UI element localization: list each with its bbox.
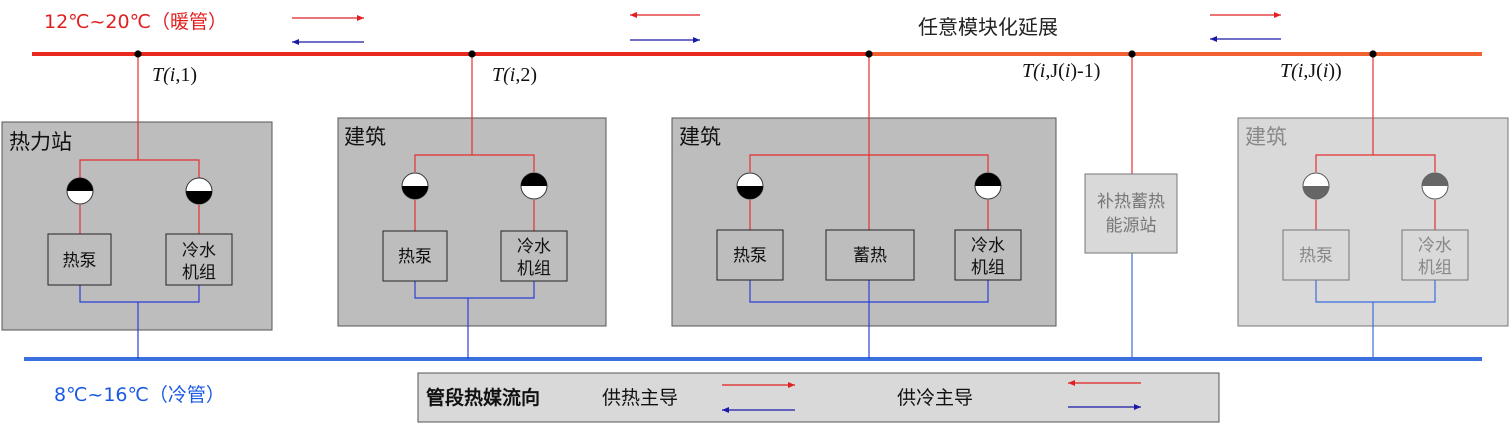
chiller-unit [500,230,568,282]
chiller-label-line1: 冷水 [971,236,1005,256]
station-2-piping [414,54,535,359]
station-3-piping [749,54,989,359]
legend-heating-label: 供热主导 [602,387,678,409]
node-label-3: T(i,J(i)-1) [1022,60,1100,82]
station-title-1: 热力站 [9,130,72,154]
pump-icon [401,172,429,200]
top-flow-arrows [292,12,1281,45]
heat-pump-label: 热泵 [1299,246,1333,266]
station-box-3 [671,117,1057,327]
node-label-1: T(i,1) [152,64,197,86]
node-label-2: T(i,2) [492,64,537,86]
aux-station-label-line2: 能源站 [1106,216,1157,236]
pump-icon [1421,172,1449,200]
chiller-unit [165,233,233,286]
heat-storage-label: 蓄热 [853,246,887,266]
legend-cooling-label: 供冷主导 [897,387,973,409]
pump-icon [736,172,764,200]
chiller-label-line2: 机组 [182,263,216,283]
heat-pump-label: 热泵 [63,251,97,271]
pump-icon [66,177,94,205]
aux-energy-station [1084,173,1178,254]
station-box-1 [1,121,273,331]
chiller-label-line1: 冷水 [1418,236,1452,256]
station-title-4: 建筑 [1245,125,1287,149]
chiller-unit [954,229,1022,281]
heat-pump-unit [1282,229,1350,281]
pump-icon [185,177,213,205]
heat-pump-unit [47,233,112,286]
hot-pipe-label: 12℃~20℃（暖管） [44,11,227,33]
heat-pump-unit [716,229,784,281]
pump-icon [520,172,548,200]
legend-box [417,372,1220,423]
pump-icon [974,172,1002,200]
heat-pump-label: 热泵 [398,247,432,267]
node-label-4: T(i,J(i)) [1280,60,1342,82]
aux-station-label-line1: 补热蓄热 [1097,192,1165,212]
chiller-unit [1401,229,1469,281]
legend-title: 管段热媒流向 [426,386,540,409]
chiller-label-line2: 机组 [971,258,1005,278]
heat-pump-label: 热泵 [733,246,767,266]
cold-pipe-label: 8℃~16℃（冷管） [54,384,225,406]
station-title-2: 建筑 [344,125,386,149]
chiller-label-line1: 冷水 [517,237,551,257]
station-title-3: 建筑 [679,125,721,149]
heat-storage-unit [825,229,915,281]
chiller-label-line1: 冷水 [182,241,216,261]
heat-pump-unit [382,230,448,282]
chiller-label-line2: 机组 [517,259,551,279]
expansion-label: 任意模块化延展 [918,15,1058,39]
station-4-piping [1315,54,1436,359]
pump-icon [1302,172,1330,200]
pipe-junctions [134,50,1377,58]
station-1-piping [79,54,200,359]
chiller-label-line2: 机组 [1418,258,1452,278]
